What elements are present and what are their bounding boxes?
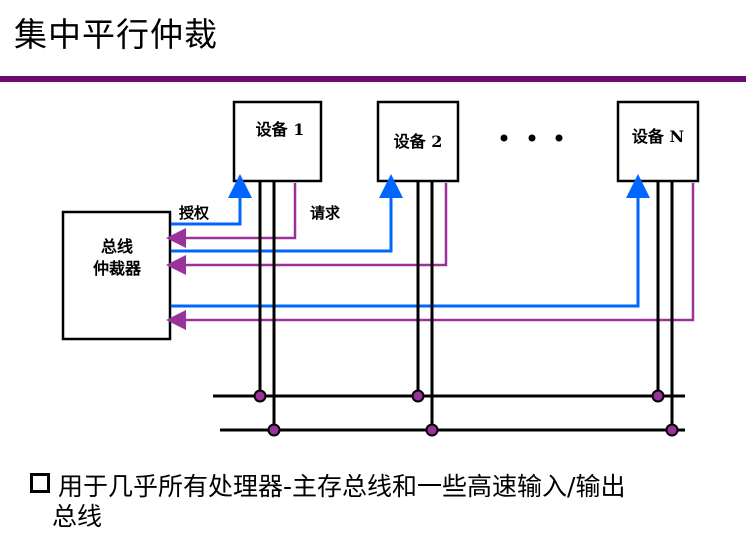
bus-node — [651, 389, 665, 403]
request-line-device-1 — [166, 183, 297, 248]
arbiter-label-line2: 仲裁器 — [93, 259, 142, 278]
device-box-2: 设备 2 — [376, 100, 460, 183]
bus-node — [267, 423, 281, 437]
bus-node — [411, 389, 425, 403]
bus-node — [253, 389, 267, 403]
grant-line-device-1 — [171, 174, 252, 226]
bus-nodes — [253, 389, 679, 437]
bus-arbiter-box: 总线 仲裁器 — [61, 210, 172, 341]
square-bullet-icon — [30, 473, 50, 493]
device-bus-stubs — [258, 182, 674, 430]
title-divider — [0, 76, 746, 82]
device-label-n: 设备 N — [632, 127, 684, 146]
bus-node — [425, 423, 439, 437]
device-box-1: 设备 1 — [232, 100, 323, 183]
grant-line-device-2 — [171, 174, 403, 253]
device-label-2: 设备 2 — [394, 132, 443, 151]
arbiter-label-line1: 总线 — [101, 237, 133, 256]
bullet-text-line2: 总线 — [52, 502, 103, 531]
request-line-device-n — [166, 183, 695, 330]
bus-node — [665, 423, 679, 437]
bullet-point: 用于几乎所有处理器-主存总线和一些高速输入/输出 总线 — [30, 472, 730, 532]
request-label: 请求 — [310, 204, 341, 222]
device-box-n: 设备 N — [616, 100, 700, 183]
ellipsis-dots — [500, 134, 563, 142]
grant-line-device-n — [171, 174, 650, 308]
device-label-1: 设备 1 — [256, 120, 305, 139]
grant-label: 授权 — [179, 204, 210, 222]
bullet-text-line1: 用于几乎所有处理器-主存总线和一些高速输入/输出 — [58, 472, 626, 501]
request-line-device-2 — [166, 183, 448, 275]
slide-title: 集中平行仲裁 — [14, 15, 218, 54]
